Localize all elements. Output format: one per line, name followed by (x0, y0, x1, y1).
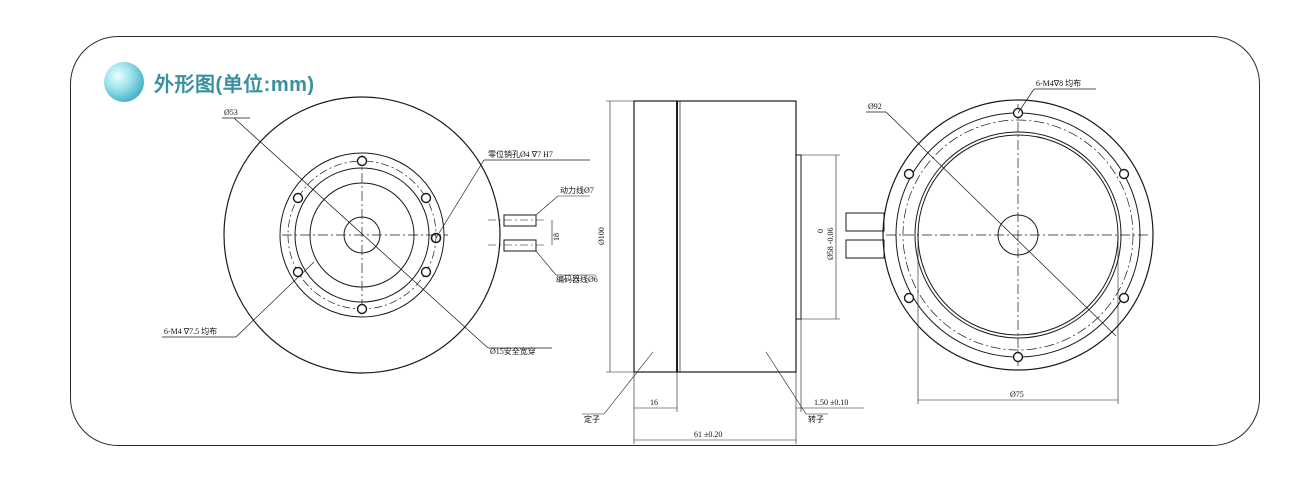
rear-bolt-holes (903, 107, 1130, 363)
label-dia-100: Ø100 (597, 227, 606, 245)
label-rear-holes: 6-M4∇8 均布 (1036, 78, 1081, 88)
label-len-total: 61 ±0.20 (694, 430, 722, 439)
label-len-16: 16 (650, 398, 658, 407)
front-view (162, 96, 590, 374)
label-dia-75: Ø75 (1010, 390, 1024, 399)
side-view (582, 100, 864, 444)
label-len-150: 1.50 ±0.10 (814, 398, 848, 407)
label-front-holes: 6-M4 ∇7.5 均布 (164, 326, 217, 336)
label-rotor: 转子 (808, 414, 824, 424)
label-dia-58-upper: 0 (816, 229, 825, 233)
label-dia-92: Ø92 (868, 102, 882, 111)
label-pin-hole: 零位销孔Ø4 ∇7 H7 (488, 149, 553, 159)
cable-stubs (488, 195, 596, 276)
section-title: 外形图(单位:mm) (154, 73, 315, 96)
label-cable-spacing: 18 (552, 233, 561, 241)
label-bore: Ø15安全宽穿 (490, 346, 536, 356)
label-power-cable: 动力线Ø7 (560, 185, 594, 195)
label-stator: 定子 (584, 414, 600, 424)
bullet-orb-icon (104, 62, 144, 102)
section-header: 外形图(单位:mm) (104, 62, 315, 102)
drawing-frame (70, 36, 1260, 446)
rear-view (845, 88, 1154, 404)
pin-hole (430, 232, 442, 244)
front-bolt-holes (292, 155, 432, 315)
label-dia-53: Ø53 (224, 108, 238, 117)
label-dia-58: Ø58 -0.06 (826, 228, 835, 260)
label-encoder-cable: 编码器线Ø6 (556, 274, 598, 284)
